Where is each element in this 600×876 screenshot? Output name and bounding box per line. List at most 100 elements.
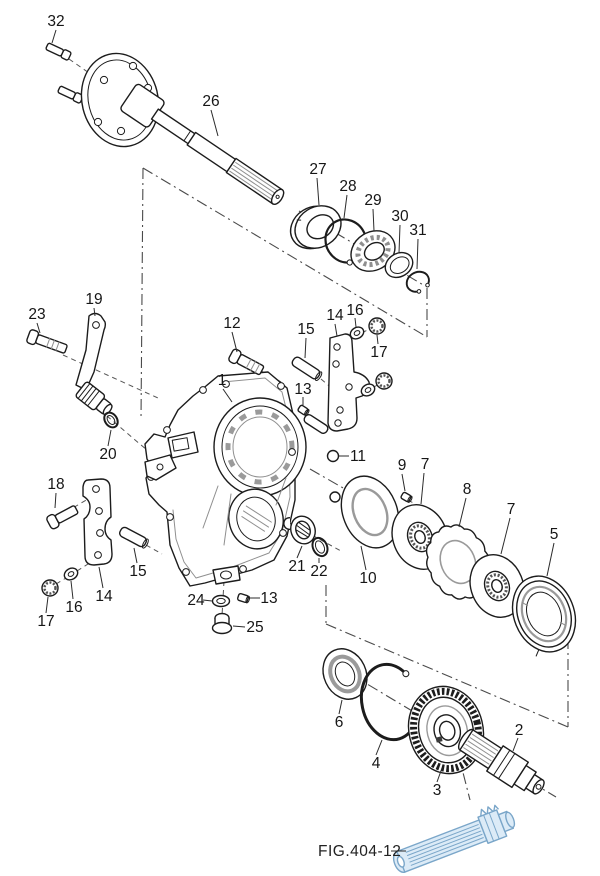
part-14-bracket-left — [82, 478, 113, 566]
callout-26: 26 — [202, 93, 220, 137]
callouts: 32 26 27 28 29 30 31 23 — [28, 13, 558, 860]
callout-19: 19 — [85, 291, 103, 317]
part-1-transaxle-case — [144, 371, 307, 587]
callout-15-upper: 15 — [297, 321, 315, 359]
part-15-dowel-pin-lower-right — [303, 413, 329, 435]
part-14-bracket-right — [327, 333, 371, 432]
callout-7-rear: 7 — [500, 501, 516, 555]
callout-9-text: 9 — [398, 457, 407, 474]
callout-2-text: 2 — [515, 722, 524, 739]
callout-11-text: 11 — [350, 448, 366, 465]
callout-30-text: 30 — [391, 208, 409, 225]
part-25-drain-plug — [211, 612, 233, 635]
callout-18: 18 — [47, 476, 65, 509]
callout-7-front-text: 7 — [421, 456, 430, 473]
part-15-dowel-pin-upper — [291, 356, 323, 382]
callout-17-right: 17 — [370, 334, 388, 361]
callout-22-text: 22 — [310, 563, 327, 580]
part-21-bushing — [283, 515, 316, 545]
callout-17-left-text: 17 — [37, 613, 54, 630]
callout-15-left: 15 — [129, 547, 147, 580]
callout-29: 29 — [364, 192, 382, 232]
callout-8-text: 8 — [463, 481, 472, 498]
callout-31-text: 31 — [409, 222, 426, 239]
callout-26-text: 26 — [202, 93, 219, 110]
callout-10-text: 10 — [359, 570, 377, 587]
callout-8: 8 — [458, 481, 472, 528]
part-17-nut-left — [41, 579, 59, 597]
ref-shaft-highlight — [392, 804, 516, 874]
callout-15-left-text: 15 — [129, 563, 146, 580]
part-13-pin-upper — [297, 404, 310, 416]
callout-21: 21 — [288, 545, 306, 575]
callout-19-text: 19 — [85, 291, 102, 308]
callout-17-left: 17 — [37, 596, 55, 630]
part-11-ball — [326, 449, 349, 503]
part-29-bearing — [350, 230, 396, 272]
part-23-bolt — [26, 329, 68, 354]
callout-14-left-text: 14 — [95, 588, 113, 605]
part-17-nut-right-2 — [375, 372, 393, 390]
callout-3-text: 3 — [433, 782, 442, 799]
callout-22: 22 — [310, 558, 328, 580]
callout-21-text: 21 — [288, 558, 305, 575]
callout-5-text: 5 — [550, 526, 559, 543]
part-5-bearing — [511, 575, 577, 657]
callout-13-upper: 13 — [294, 381, 312, 405]
callout-31: 31 — [409, 222, 427, 270]
callout-30: 30 — [391, 208, 409, 254]
part-24-washer — [211, 594, 231, 608]
callout-32-text: 32 — [47, 13, 64, 30]
part-17-nut-right — [368, 317, 386, 335]
part-20-o-ring — [103, 411, 119, 429]
part-9-pin — [400, 491, 413, 503]
part-32-stud — [45, 42, 84, 104]
callout-1: 1 — [218, 372, 233, 403]
callout-32: 32 — [47, 13, 65, 44]
callout-1-text: 1 — [218, 372, 227, 389]
callout-16-right: 16 — [346, 302, 364, 328]
callout-29-text: 29 — [364, 192, 381, 209]
part-12-bolt — [228, 348, 265, 376]
callout-5: 5 — [546, 526, 559, 577]
callout-7-front: 7 — [420, 456, 430, 505]
callout-14-left: 14 — [95, 566, 113, 605]
part-16-washer-left — [63, 567, 79, 581]
callout-23-text: 23 — [28, 306, 45, 323]
part-16-washer-right — [349, 326, 365, 340]
callout-9: 9 — [398, 457, 407, 492]
callout-15-upper-text: 15 — [297, 321, 314, 338]
callout-25-text: 25 — [246, 619, 263, 636]
part-6-bearing — [322, 648, 368, 700]
callout-6: 6 — [335, 699, 344, 731]
part-10-spacer-ring — [340, 475, 400, 549]
callout-20: 20 — [99, 429, 117, 463]
callout-12: 12 — [223, 315, 241, 353]
callout-28: 28 — [339, 178, 357, 219]
callout-2: 2 — [512, 722, 524, 752]
callout-13-lower-text: 13 — [260, 590, 277, 607]
part-19-shift-lever — [75, 312, 113, 416]
callout-14-right-text: 14 — [326, 307, 344, 324]
callout-20-text: 20 — [99, 446, 117, 463]
callout-16-left: 16 — [65, 580, 83, 616]
callout-25: 25 — [232, 619, 264, 636]
part-18-bolt — [46, 505, 79, 530]
callout-16-right-text: 16 — [346, 302, 363, 319]
callout-10: 10 — [359, 545, 377, 587]
figure-ref: FIG.404-12 — [318, 843, 406, 860]
callout-11: 11 — [350, 448, 366, 465]
part-7-disc-rear — [469, 554, 525, 618]
callout-12-text: 12 — [223, 315, 240, 332]
part-13-pin-lower — [236, 592, 251, 604]
callout-6-text: 6 — [335, 714, 344, 731]
callout-7-rear-text: 7 — [507, 501, 516, 518]
part-22-o-ring — [311, 536, 329, 558]
callout-13-lower: 13 — [250, 590, 278, 607]
figure-ref-label[interactable]: FIG.404-12 — [318, 843, 401, 860]
callout-14-right: 14 — [326, 307, 344, 337]
callout-4-text: 4 — [372, 755, 381, 772]
part-16-washer-right-2 — [360, 383, 376, 397]
